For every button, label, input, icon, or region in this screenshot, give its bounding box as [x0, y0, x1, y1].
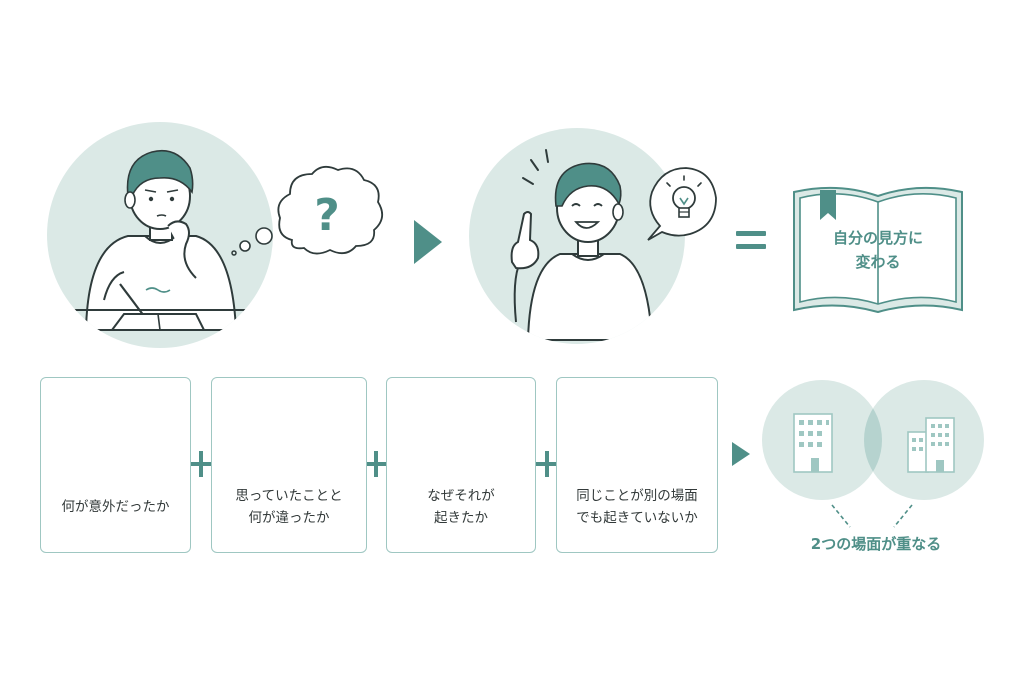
thought-cloud: [277, 165, 384, 255]
book-label: 自分の見方に 変わる: [808, 226, 948, 274]
step-card-other-scene: 同じことが別の場面 でも起きていないか: [556, 377, 718, 553]
bookmark-icon: [820, 190, 836, 220]
pointer-line: [893, 504, 913, 528]
step-card-why: なぜそれが 起きたか: [386, 377, 536, 553]
building-icon: [793, 413, 833, 473]
step-card-line: 起きたか: [434, 510, 488, 526]
overlapping-scenes-icon: [762, 380, 984, 528]
step-card-text: 思っていたことと 何が違ったか: [212, 485, 366, 529]
building-icon: [907, 417, 955, 473]
equals-sign-icon: [736, 231, 766, 249]
excitement-lines: [522, 149, 549, 185]
result-arrow-icon: [732, 442, 750, 466]
step-card-text: なぜそれが 起きたか: [387, 485, 535, 529]
book-label-line: 自分の見方に: [832, 229, 923, 247]
thinking-person-scene: ?: [47, 122, 384, 348]
next-arrow-icon: [414, 220, 442, 264]
thinking-person: [60, 149, 260, 331]
plus-icon: [188, 451, 214, 477]
plus-icons: [188, 451, 560, 477]
step-card-line: 何が違ったか: [248, 510, 330, 526]
step-card-difference: 思っていたことと 何が違ったか: [211, 377, 367, 553]
step-card-line: 何が意外だったか: [61, 499, 170, 515]
idea-person: [510, 162, 654, 341]
light-bulb-icon: [666, 175, 702, 218]
step-card-line: なぜそれが: [427, 488, 495, 504]
step-card-line: 思っていたことと: [235, 488, 343, 504]
thought-dot-large: [255, 227, 273, 245]
step-card-unexpected: 何が意外だったか: [40, 377, 191, 553]
pointer-line: [831, 504, 851, 528]
plus-icon: [363, 451, 389, 477]
question-mark-icon: ?: [314, 190, 340, 241]
step-card-line: 同じことが別の場面: [576, 488, 698, 504]
thought-dot-medium: [239, 240, 251, 252]
step-card-text: 何が意外だったか: [41, 496, 190, 518]
plus-icon: [534, 451, 560, 477]
idea-person-scene: [469, 128, 717, 344]
open-book-icon: [793, 186, 963, 314]
result-caption: 2つの場面が重なる: [810, 535, 942, 553]
step-card-text: 同じことが別の場面 でも起きていないか: [557, 485, 717, 529]
book-label-line: 変わる: [855, 253, 901, 271]
thought-dot-small: [231, 250, 237, 256]
step-card-line: でも起きていないか: [576, 510, 698, 526]
